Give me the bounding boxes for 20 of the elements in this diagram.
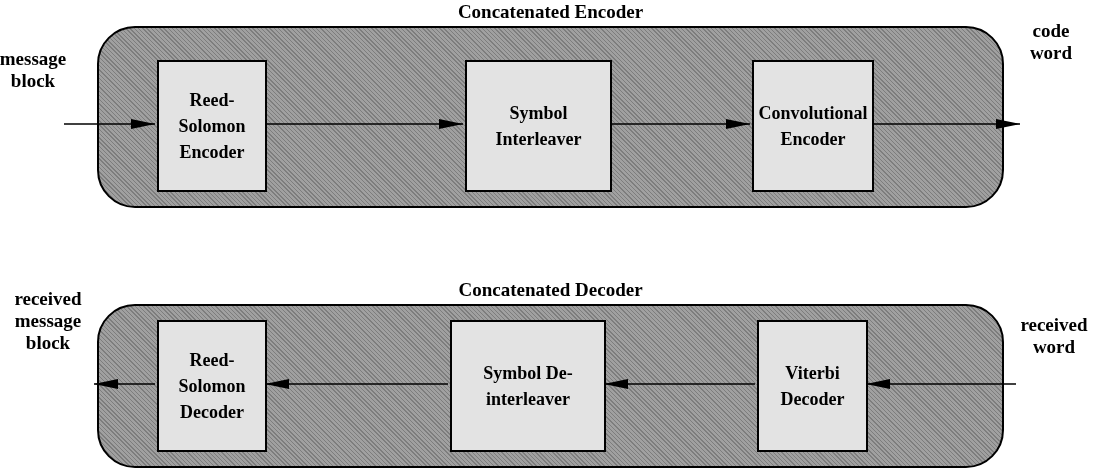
process-box [450, 320, 606, 452]
process-box [752, 60, 874, 192]
box-label: Reed-Solomon Decoder [177, 349, 247, 424]
arrow [93, 379, 156, 389]
signal-label: received message block [13, 288, 83, 355]
signal-label: code word [1028, 20, 1074, 65]
box-label: Symbol De-interleaver [482, 362, 574, 411]
signal-label: message block [0, 48, 67, 93]
process-box [757, 320, 868, 452]
panel-title: Concatenated Encoder [457, 0, 644, 24]
box-label: Viterbi Decoder [779, 362, 846, 411]
box-label: Convolutional Encoder [757, 102, 869, 151]
process-box [157, 320, 267, 452]
arrow [63, 119, 156, 129]
box-label: Reed-Solomon Encoder [177, 89, 247, 164]
box-label: Symbol Interleaver [494, 102, 583, 151]
process-box [465, 60, 612, 192]
signal-label: received word [1019, 314, 1089, 359]
process-box [157, 60, 267, 192]
panel-title: Concatenated Decoder [458, 278, 643, 302]
